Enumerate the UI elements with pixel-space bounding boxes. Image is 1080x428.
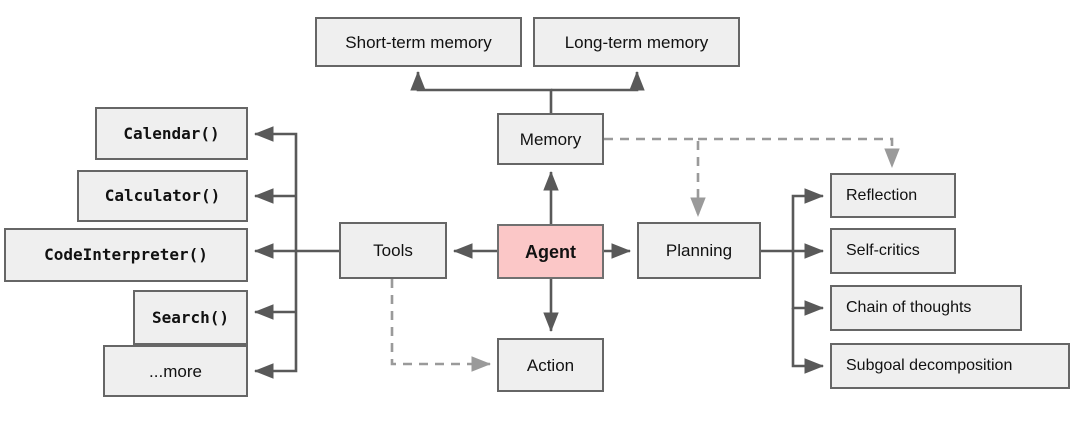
edge-memory-to-planning-dashed — [604, 137, 706, 218]
edge-planning-to-reflection — [761, 188, 825, 253]
node-label: Calculator() — [104, 186, 221, 205]
node-label: Agent — [525, 241, 576, 262]
node-label: Self-critics — [846, 242, 920, 259]
edge-tools-to-more — [253, 251, 298, 379]
node-memory[interactable]: Memory — [497, 113, 604, 165]
node-label: Short-term memory — [345, 32, 492, 52]
edge-memory-to-long-term — [551, 70, 645, 92]
edge-memory-to-short-term — [410, 70, 553, 113]
node-label: Action — [526, 355, 575, 375]
node-label: CodeInterpreter() — [44, 245, 208, 264]
node-planning[interactable]: Planning — [637, 222, 761, 279]
node-label: Chain of thoughts — [846, 299, 972, 316]
node-self-critics[interactable]: Self-critics — [830, 228, 956, 274]
node-label: Tools — [373, 241, 413, 260]
node-agent[interactable]: Agent — [497, 224, 604, 279]
edge-memory-to-reflection-dashed — [698, 137, 900, 169]
edge-planning-to-subgoal-decomposition — [791, 308, 825, 374]
node-label: Search() — [151, 307, 230, 327]
node-label: ...more — [149, 361, 202, 381]
node-chain-of-thoughts[interactable]: Chain of thoughts — [830, 285, 1022, 331]
node-label: Subgoal decomposition — [846, 357, 1013, 374]
node-label: Calendar() — [123, 123, 220, 143]
node-tools[interactable]: Tools — [339, 222, 447, 279]
node-subgoal-decomposition[interactable]: Subgoal decomposition — [830, 343, 1070, 389]
node-action[interactable]: Action — [497, 338, 604, 392]
edge-planning-to-chain-of-thoughts — [791, 251, 825, 316]
edge-tools-to-calendar — [253, 126, 298, 251]
node-more[interactable]: ...more — [103, 345, 248, 397]
node-calendar[interactable]: Calendar() — [95, 107, 248, 160]
node-short-term-memory[interactable]: Short-term memory — [315, 17, 522, 67]
node-calculator[interactable]: Calculator() — [77, 170, 248, 222]
node-long-term-memory[interactable]: Long-term memory — [533, 17, 740, 67]
node-search[interactable]: Search() — [133, 290, 248, 345]
node-label: Memory — [519, 129, 582, 149]
node-reflection[interactable]: Reflection — [830, 173, 956, 218]
node-label: Reflection — [846, 186, 918, 204]
node-label: Long-term memory — [564, 32, 709, 52]
edge-tools-to-action-dashed — [390, 279, 492, 372]
node-label: Planning — [665, 241, 733, 260]
node-code-interpreter[interactable]: CodeInterpreter() — [4, 228, 248, 282]
